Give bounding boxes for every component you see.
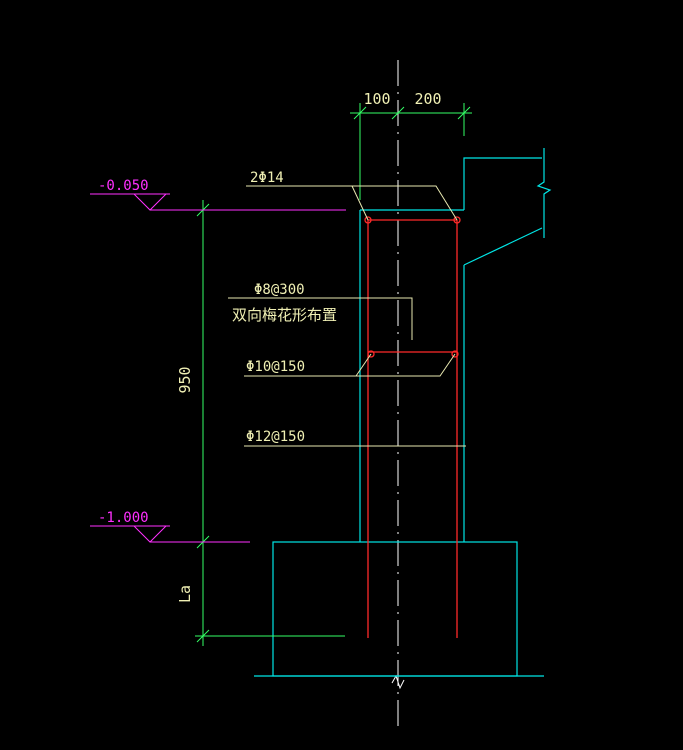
label-phi12-150: Φ12@150 bbox=[246, 429, 305, 445]
label-phi8-300: Φ8@300 bbox=[254, 282, 305, 298]
rebar-dot-mid-right bbox=[451, 350, 459, 358]
centerline bbox=[391, 60, 405, 728]
concrete-outline bbox=[254, 148, 552, 677]
elevation-markers bbox=[90, 193, 346, 543]
rebar-dot-top-right bbox=[453, 216, 461, 224]
dimension-lines bbox=[195, 103, 472, 646]
dim-label-100: 100 bbox=[363, 90, 390, 108]
label-phi10-150: Φ10@150 bbox=[246, 359, 305, 375]
dim-label-950: 950 bbox=[176, 366, 194, 393]
rebar-group bbox=[364, 216, 461, 638]
rebar-dot-mid-left bbox=[367, 350, 375, 358]
label-tie-layout: 双向梅花形布置 bbox=[232, 306, 337, 324]
elevation-bottom-label: -1.000 bbox=[98, 510, 149, 526]
elevation-top-label: -0.050 bbox=[98, 178, 149, 194]
dim-label-200: 200 bbox=[414, 90, 441, 108]
leader-lines bbox=[228, 185, 466, 447]
label-2phi14: 2Φ14 bbox=[250, 170, 284, 186]
dim-label-la: La bbox=[176, 585, 194, 603]
rebar-dot-top-left bbox=[364, 216, 372, 224]
